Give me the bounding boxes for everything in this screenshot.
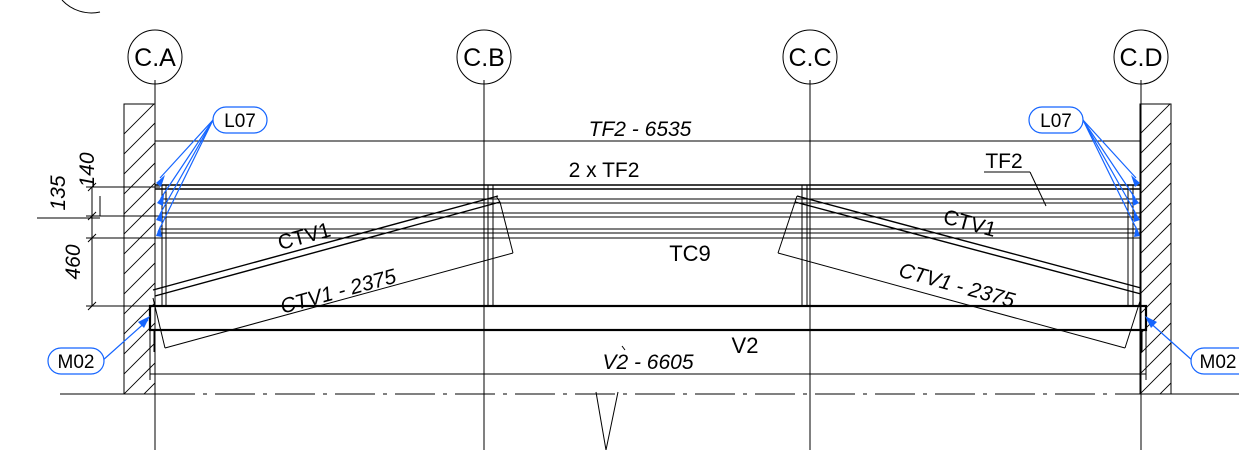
v2-label: V2 [732,333,759,358]
m02-right-callout: M02 [1145,316,1239,375]
diagonal-brace-left [152,195,501,297]
axis-bubble-cd: C.D [1113,29,1169,85]
axis-label-cd: C.D [1119,44,1162,72]
axis-bubble-cb: C.B [456,29,512,85]
rails [155,184,1141,239]
dim-140: 140 [76,152,99,187]
axis-bubble-ca: C.A [127,29,183,85]
l07-right-callout: L07 [1028,106,1140,237]
m02-right-tag-text: M02 [1200,352,1237,373]
l07-left-tag-text: L07 [224,111,256,132]
v2-dimension: V2 - 6605 [149,330,1147,380]
ctv1-dimension-left-text: CTV1 - 2375 [278,265,399,319]
minor-ticks [483,338,811,351]
m02-right-tag [1190,347,1239,375]
l07-right-tag [1028,106,1084,134]
break-symbol [595,391,619,450]
tf2-dimension-text: TF2 - 6535 [589,118,692,141]
m02-left-tag-text: M02 [58,352,95,373]
partial-axis-bubble [61,0,101,14]
dim-460: 460 [62,244,85,279]
axis-label-cc: C.C [788,44,831,72]
axis-bubble-cc: C.C [782,29,838,85]
ctv1-dimension-right-text: CTV1 - 2375 [896,259,1017,313]
axis-label-ca: C.A [134,44,176,72]
m02-left-callout: M02 [47,316,150,375]
right-wall [1139,103,1172,395]
tf2-right-callout: TF2 [984,150,1047,207]
dim-135: 135 [47,175,70,210]
axis-label-cb: C.B [463,44,505,72]
l07-right-tag-text: L07 [1040,111,1072,132]
v2-dimension-text: V2 - 6605 [602,351,693,374]
tf2-right-label: TF2 [985,150,1022,173]
tf2-pair-label: 2 x TF2 [569,159,640,182]
diagonal-brace-right [794,195,1142,295]
tc9-label: TC9 [669,241,711,266]
tf2-dimension: TF2 - 6535 [155,118,1141,142]
vertical-dimensions: 135 140 460 [37,152,160,311]
l07-left-callout: L07 [156,106,268,237]
m02-left-tag [47,347,105,375]
l07-left-tag [212,106,268,134]
